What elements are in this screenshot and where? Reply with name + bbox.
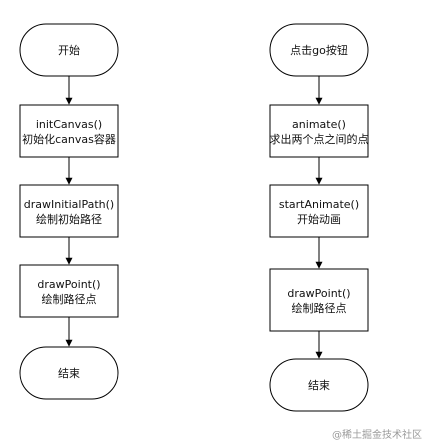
left-process-draw-point-line1: drawPoint()	[37, 278, 100, 291]
right-process-draw-point-line1: drawPoint()	[287, 287, 350, 300]
left-end-label: 结束	[58, 367, 80, 380]
left-process-draw-point-line2: 绘制路径点	[42, 292, 97, 306]
left-process-draw-initial-path-line1: drawInitialPath()	[24, 198, 114, 211]
right-process-start-animate	[269, 184, 369, 238]
left-process-draw-initial-path	[19, 184, 119, 238]
left-start-label: 开始	[58, 43, 80, 57]
left-process-draw-point	[19, 264, 119, 318]
left-process-init-canvas	[19, 104, 119, 158]
left-end-terminal	[19, 346, 119, 400]
right-process-animate-line1: animate()	[292, 118, 346, 131]
right-process-start-animate-line2: 开始动画	[297, 212, 341, 226]
right-process-draw-point	[269, 268, 369, 332]
right-process-start-animate-line1: startAnimate()	[279, 198, 359, 211]
right-process-draw-point-line2: 绘制路径点	[292, 301, 347, 315]
left-flow: 开始 initCanvas() 初始化canvas容器 drawInitialP…	[19, 23, 119, 400]
right-process-animate	[269, 104, 369, 158]
left-process-draw-initial-path-line2: 绘制初始路径	[36, 212, 102, 226]
left-process-init-canvas-line1: initCanvas()	[36, 118, 102, 131]
right-flow: 点击go按钮 animate() 求出两个点之间的点 startAnimate(…	[269, 23, 369, 412]
left-process-init-canvas-line2: 初始化canvas容器	[22, 132, 116, 146]
watermark: @稀土掘金技术社区	[332, 430, 422, 441]
right-end-terminal	[269, 358, 369, 412]
right-process-animate-line2: 求出两个点之间的点	[270, 132, 369, 146]
right-end-label: 结束	[308, 379, 330, 392]
right-start-label: 点击go按钮	[290, 43, 348, 57]
